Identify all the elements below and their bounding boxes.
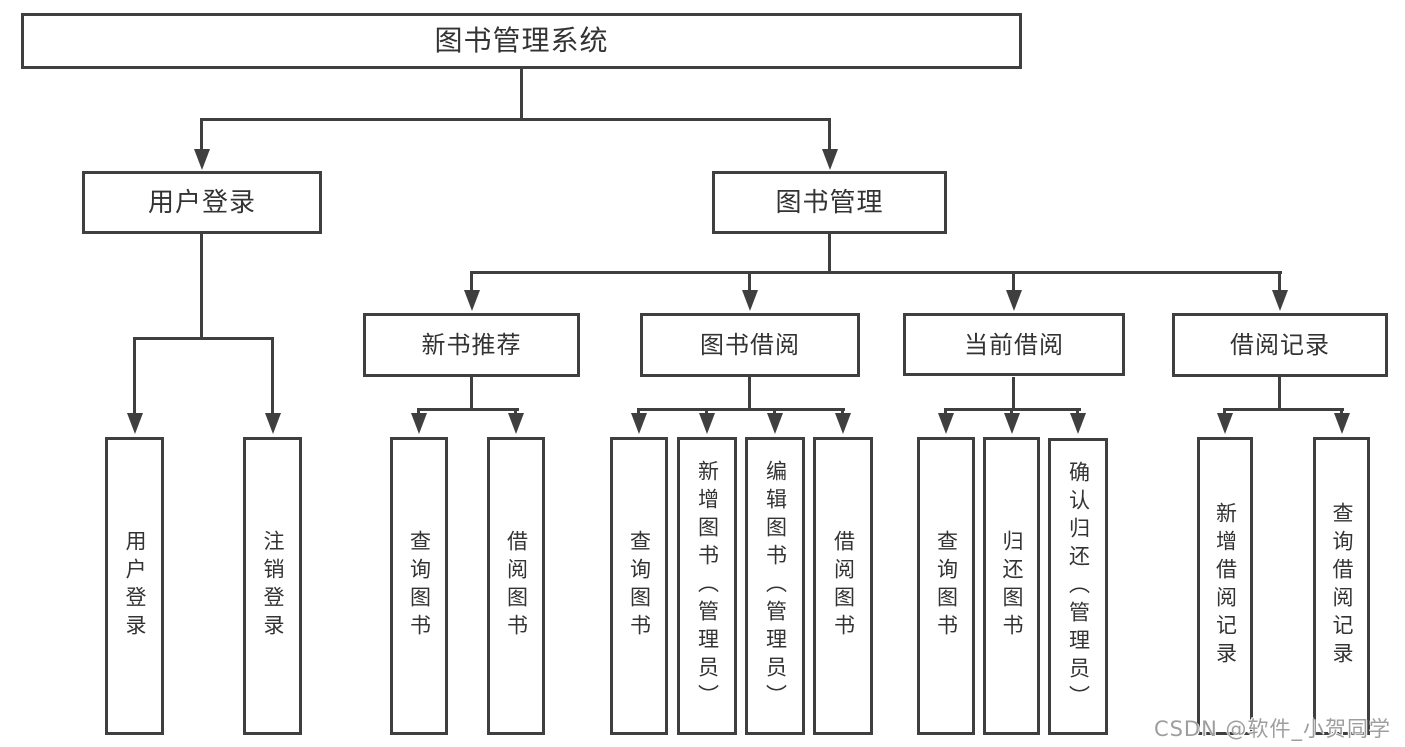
arrow-down xyxy=(1217,413,1233,434)
arrow-down xyxy=(508,413,524,434)
connector-line xyxy=(514,408,517,417)
leaf-label: 新增借阅记录 xyxy=(1213,502,1238,670)
arrow-down xyxy=(1272,290,1288,311)
connector-line xyxy=(841,408,844,417)
node-current-borrow: 当前借阅 xyxy=(903,313,1125,376)
connector-line xyxy=(1010,408,1013,417)
leaf-label: 借阅图书 xyxy=(831,530,856,642)
arrow-down xyxy=(835,413,851,434)
leaf-current-confirm-return-admin: 确认归还（管理员） xyxy=(1048,438,1108,735)
arrow-down xyxy=(938,413,954,434)
leaf-label: 编辑图书（管理员） xyxy=(763,460,788,712)
connector-line xyxy=(417,408,420,417)
connector-line xyxy=(637,408,640,417)
connector-line xyxy=(1223,408,1226,417)
leaf-current-query-books: 查询图书 xyxy=(917,437,975,735)
connector-line xyxy=(133,337,136,417)
leaf-label: 查询借阅记录 xyxy=(1330,502,1354,670)
csdn-watermark: CSDN @软件_小贺同学 xyxy=(1153,717,1391,741)
leaf-label: 查询图书 xyxy=(627,530,652,642)
connector-line xyxy=(133,337,274,340)
connector-line xyxy=(1012,377,1015,411)
leaf-label: 查询图书 xyxy=(407,530,432,642)
connector-line xyxy=(470,271,1282,274)
connector-line xyxy=(271,337,274,417)
node-root-library-system: 图书管理系统 xyxy=(21,13,1022,69)
leaf-records-add-record: 新增借阅记录 xyxy=(1197,437,1253,735)
connector-line xyxy=(828,234,831,274)
connector-line xyxy=(417,408,519,411)
leaf-new-borrow-books: 借阅图书 xyxy=(487,437,545,735)
leaf-label: 确认归还（管理员） xyxy=(1066,460,1091,713)
leaf-label: 新增图书（管理员） xyxy=(695,460,720,712)
connector-line xyxy=(1076,408,1079,417)
node-book-management: 图书管理 xyxy=(712,171,947,234)
leaf-label: 借阅图书 xyxy=(504,530,529,642)
connector-line xyxy=(773,408,776,417)
leaf-new-query-books: 查询图书 xyxy=(390,437,448,735)
leaf-borrow-edit-books-admin: 编辑图书（管理员） xyxy=(745,437,805,735)
connector-line xyxy=(705,408,708,417)
connector-line xyxy=(748,271,751,295)
connector-line xyxy=(200,118,831,121)
connector-line xyxy=(200,118,203,154)
connector-line xyxy=(470,271,473,295)
connector-line xyxy=(520,68,523,120)
arrow-down xyxy=(822,149,838,170)
arrow-down xyxy=(742,290,758,311)
node-user-login: 用户登录 xyxy=(82,171,322,234)
leaf-borrow-query-books: 查询图书 xyxy=(610,437,668,735)
arrow-down xyxy=(1334,413,1350,434)
connector-line xyxy=(828,118,831,154)
leaf-label: 归还图书 xyxy=(1000,530,1024,642)
arrow-down xyxy=(1070,413,1086,434)
connector-line xyxy=(1340,408,1343,417)
connector-line xyxy=(200,234,203,340)
arrow-down xyxy=(767,413,783,434)
leaf-borrow-add-books-admin: 新增图书（管理员） xyxy=(677,437,737,735)
node-new-book-recommend: 新书推荐 xyxy=(363,313,580,377)
connector-line xyxy=(1278,271,1281,295)
arrow-down xyxy=(1006,290,1022,311)
leaf-label: 注销登录 xyxy=(261,530,285,642)
leaf-current-return-books: 归还图书 xyxy=(983,437,1040,735)
connector-line xyxy=(1012,271,1015,295)
connector-line xyxy=(470,377,473,411)
leaf-logout: 注销登录 xyxy=(243,437,302,735)
connector-line xyxy=(637,408,845,411)
node-borrow-records: 借阅记录 xyxy=(1172,313,1388,377)
leaf-records-query-record: 查询借阅记录 xyxy=(1313,437,1370,735)
leaf-label: 查询图书 xyxy=(934,530,959,642)
connector-line xyxy=(1278,377,1281,411)
connector-line xyxy=(944,408,947,417)
arrow-down xyxy=(699,413,715,434)
arrow-down xyxy=(1004,413,1020,434)
leaf-borrow-borrow-books: 借阅图书 xyxy=(813,437,873,735)
arrow-down xyxy=(411,413,427,434)
connector-line xyxy=(1223,408,1344,411)
connector-line xyxy=(748,377,751,411)
arrow-down xyxy=(464,290,480,311)
arrow-down xyxy=(127,413,143,434)
arrow-down xyxy=(194,149,210,170)
arrow-down xyxy=(631,413,647,434)
leaf-user-login: 用户登录 xyxy=(105,437,164,735)
arrow-down xyxy=(265,413,281,434)
node-book-borrow: 图书借阅 xyxy=(640,313,860,377)
leaf-label: 用户登录 xyxy=(123,530,147,642)
